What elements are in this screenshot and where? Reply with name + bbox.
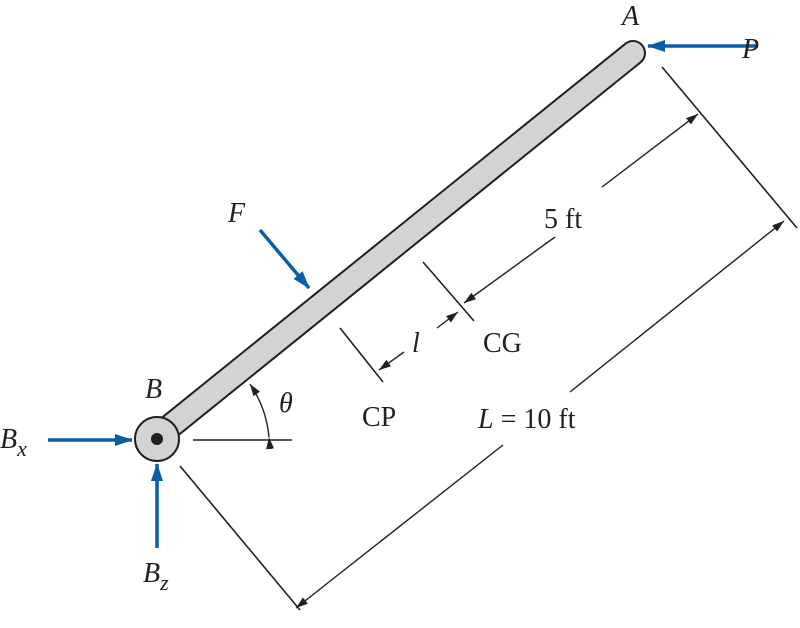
label-length-symbol: L: [477, 404, 494, 435]
dimension-5ft-upper: [601, 113, 699, 188]
label-reaction-bz-sub: z: [159, 570, 169, 595]
label-reaction-bx-sub: x: [16, 436, 27, 461]
extension-line-cp: [339, 327, 384, 383]
label-point-a: A: [620, 1, 640, 32]
extension-line-cg: [422, 261, 475, 322]
label-length-dimension: L = 10 ft: [477, 404, 576, 435]
dimension-l-right: [436, 311, 459, 329]
label-length-value: = 10 ft: [494, 404, 576, 435]
dimension-length-upper: [569, 220, 785, 393]
label-angle-theta: θ: [279, 388, 293, 419]
label-point-b: B: [145, 374, 162, 405]
label-offset-l: l: [412, 328, 420, 359]
extension-line-b-outer: [179, 465, 301, 611]
label-half-length: 5 ft: [544, 204, 582, 235]
label-reaction-bx-main: B: [0, 424, 17, 455]
label-center-pressure: CP: [362, 402, 396, 433]
label-reaction-bz-main: B: [143, 558, 160, 589]
label-force-f: F: [227, 198, 246, 229]
label-center-gravity: CG: [483, 328, 522, 359]
label-reaction-bx: Bx: [0, 424, 27, 461]
extension-line-a-outer: [661, 66, 798, 229]
rod-body: [146, 42, 644, 448]
dimension-length-lower: [295, 444, 504, 609]
pin-center-dot: [151, 433, 163, 445]
dimension-l-left: [378, 351, 405, 371]
label-force-p: P: [741, 34, 759, 65]
label-reaction-bz: Bz: [143, 558, 169, 595]
force-f-arrow: [258, 228, 311, 290]
angle-arc: [249, 383, 275, 450]
dimension-5ft-lower: [463, 236, 556, 304]
